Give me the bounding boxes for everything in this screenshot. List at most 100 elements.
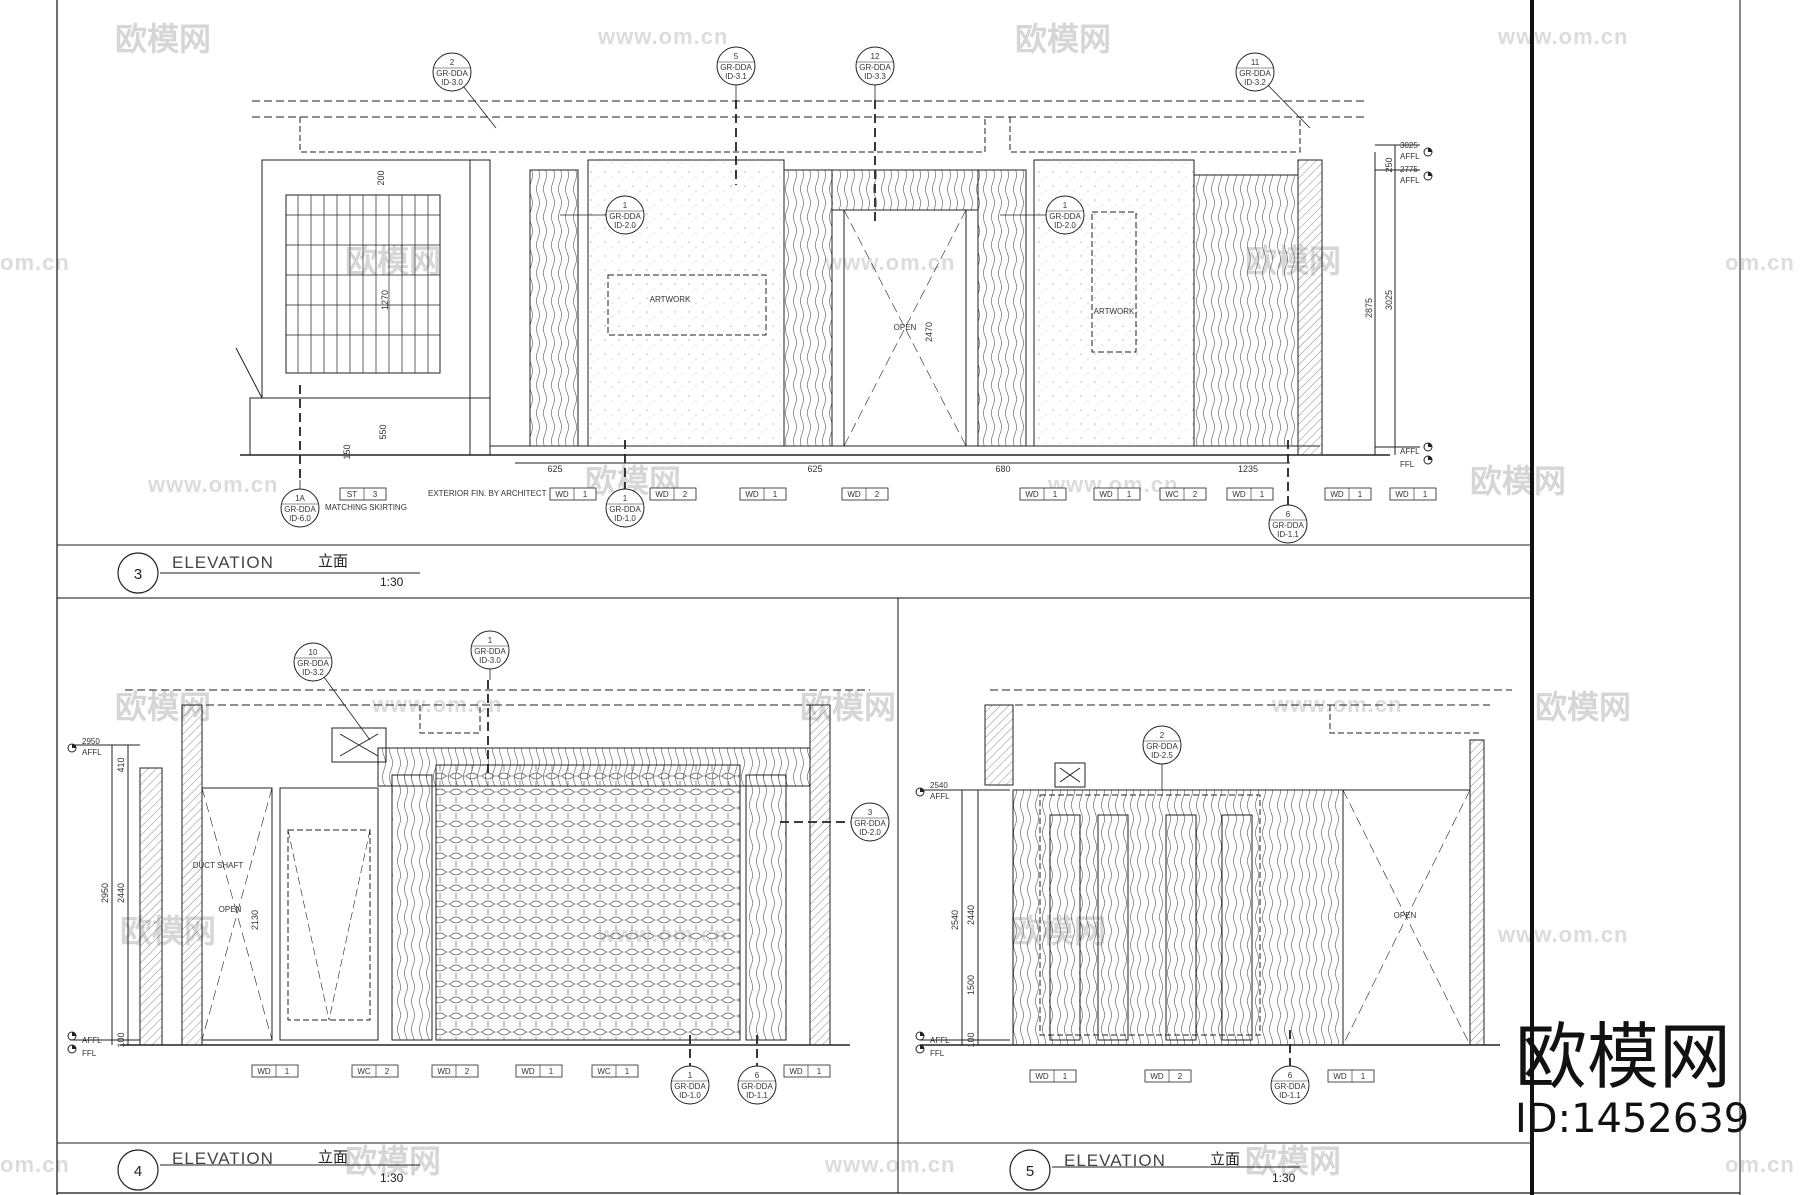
material-number: 1 xyxy=(1053,490,1058,499)
dimension-label: 1270 xyxy=(380,290,390,310)
callout-number: 6 xyxy=(1288,1071,1293,1080)
material-code: WD xyxy=(1333,1072,1347,1081)
callout-number: 2 xyxy=(1160,731,1165,740)
elevation-scale: 1:30 xyxy=(380,575,404,589)
callout-number: 1 xyxy=(623,201,628,210)
callout-ref: GR-DDA xyxy=(297,659,329,668)
material-code: WD xyxy=(1232,490,1246,499)
level-ref: AFFL xyxy=(930,792,950,801)
watermark-url: www.om.cn xyxy=(147,472,278,497)
dimension-label: 1235 xyxy=(1238,464,1258,474)
callout-number: 6 xyxy=(755,1071,760,1080)
callout-sheet: ID-3.0 xyxy=(441,78,463,87)
callout-sheet: ID-2.5 xyxy=(1151,751,1173,760)
callout-ref: GR-DDA xyxy=(859,63,891,72)
callout-number: 1 xyxy=(1063,201,1068,210)
duct-shaft-label: DUCT SHAFT xyxy=(193,861,244,870)
callout-ref: GR-DDA xyxy=(741,1082,773,1091)
level-marker: FFL xyxy=(915,1044,945,1058)
callout-sheet: ID-1.1 xyxy=(1277,530,1299,539)
callout-sheet: ID-2.0 xyxy=(859,828,881,837)
material-tag: WD 1 xyxy=(1327,1069,1375,1083)
dimension-label: 100 xyxy=(966,1032,976,1047)
callout-ref: GR-DDA xyxy=(674,1082,706,1091)
watermark-logo: 欧模网 xyxy=(1245,1142,1341,1180)
material-code: WD xyxy=(1330,490,1344,499)
watermark-logo: 欧模网 xyxy=(345,242,441,280)
material-number: 2 xyxy=(875,490,880,499)
elevation-number: 4 xyxy=(134,1163,142,1180)
callout-number: 11 xyxy=(1251,58,1260,67)
level-value: 2775 xyxy=(1400,165,1418,174)
dimension-label: 680 xyxy=(995,464,1010,474)
dimension-label: 150 xyxy=(342,444,352,459)
callout-ref: GR-DDA xyxy=(1146,742,1178,751)
callout-sheet: ID-2.0 xyxy=(1054,221,1076,230)
material-number: 1 xyxy=(1361,1072,1366,1081)
watermark-url: om.cn xyxy=(0,250,70,275)
title-block-5: 5 ELEVATION 立面 1:30 xyxy=(898,1142,1532,1191)
callout-number: 12 xyxy=(871,52,880,61)
callout-ref: GR-DDA xyxy=(609,505,641,514)
material-number: 1 xyxy=(773,490,778,499)
material-code: WD xyxy=(1025,490,1039,499)
watermark-logo: 欧模网 xyxy=(115,20,211,58)
dimension-label: 3025 xyxy=(1384,290,1394,310)
callout-ref: GR-DDA xyxy=(609,212,641,221)
watermark-url: www.om.cn xyxy=(597,24,728,49)
callout-sheet: ID-1.1 xyxy=(1279,1091,1301,1100)
dimension-label: 2875 xyxy=(1364,298,1374,318)
callout-ref: GR-DDA xyxy=(1049,212,1081,221)
material-code: ST xyxy=(347,490,357,499)
watermark-url: om.cn xyxy=(1725,250,1795,275)
callout-ref: GR-DDA xyxy=(474,647,506,656)
watermark-url: www.om.cn xyxy=(824,250,955,275)
callout-number: 6 xyxy=(1286,510,1291,519)
dimension-label: 2540 xyxy=(950,910,960,930)
elevation-scale: 1:30 xyxy=(1272,1171,1296,1185)
callout-sheet: ID-3.2 xyxy=(302,668,324,677)
elevation-number: 5 xyxy=(1026,1163,1034,1180)
material-number: 1 xyxy=(625,1067,630,1076)
callout-number: 1 xyxy=(488,636,493,645)
callout-sheet: ID-1.0 xyxy=(679,1091,701,1100)
callout-ref: GR-DDA xyxy=(1274,1082,1306,1091)
material-number: 1 xyxy=(1127,490,1132,499)
dimension-label: 2440 xyxy=(966,905,976,925)
material-number: 2 xyxy=(385,1067,390,1076)
watermark-url: om.cn xyxy=(1725,1152,1795,1177)
dimension-label: 2470 xyxy=(924,322,934,342)
dimension-label: 2950 xyxy=(100,883,110,903)
material-number: 2 xyxy=(1178,1072,1183,1081)
callout-number: 1 xyxy=(688,1071,693,1080)
callout-number: 1A xyxy=(295,494,305,503)
material-code: WD xyxy=(1099,490,1113,499)
material-number: 1 xyxy=(549,1067,554,1076)
material-code: WD xyxy=(1150,1072,1164,1081)
material-code: WD xyxy=(847,490,861,499)
dimension-label: 100 xyxy=(116,1032,126,1047)
material-code: WD xyxy=(745,490,759,499)
artwork-label: ARTWORK xyxy=(650,295,691,304)
